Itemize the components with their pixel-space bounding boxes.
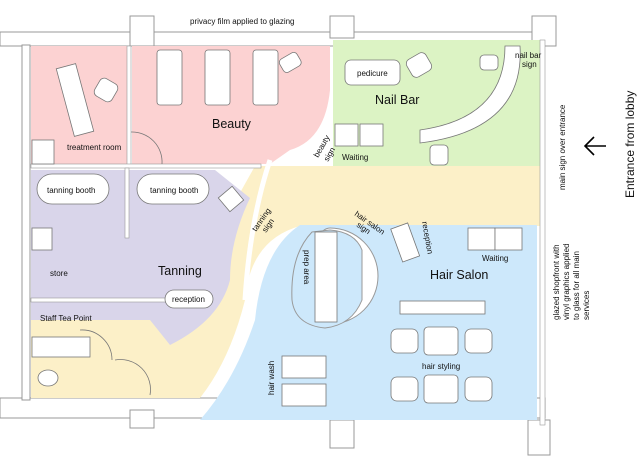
glazing-note-4: services [582, 291, 591, 320]
left-wall [21, 44, 31, 401]
salon-waiting-label: Waiting [482, 254, 508, 263]
hair-styling-label: hair styling [422, 362, 460, 371]
nail-waiting-label: Waiting [342, 153, 368, 162]
prep-area-label: prep area [302, 250, 311, 285]
entrance-label: Entrance from lobby [623, 91, 637, 198]
tanning-booth-1-label: tanning booth [47, 186, 96, 195]
column [527, 419, 551, 456]
glazing-note-1: glazed shopfront with [552, 244, 561, 320]
arrow-left-icon [583, 136, 606, 156]
shopfront-glazing [539, 39, 546, 426]
tanning-reception-label: reception [172, 295, 205, 304]
glazing-note-3: to glass for all main [572, 251, 581, 320]
tanning-reception-desk [164, 289, 214, 309]
column [129, 15, 155, 47]
door[interactable] [79, 329, 151, 396]
column [129, 409, 155, 429]
beauty-chairs [31, 49, 302, 165]
kitchen-counter [31, 336, 91, 358]
treatment-room-label: treatment room [67, 143, 122, 152]
store-label: store [50, 269, 68, 278]
staff-tea-label: Staff Tea Point [40, 314, 93, 323]
privacy-film-note: privacy film applied to glazing [190, 17, 295, 26]
column [329, 419, 355, 449]
nail-bar-sign-label-2: sign [522, 60, 537, 69]
nail-bar-sign-label: nail bar [515, 51, 542, 60]
pedicure-label: pedicure [357, 69, 388, 78]
tanning-booth-2-label: tanning booth [150, 186, 199, 195]
hair-salon-label: Hair Salon [430, 268, 488, 282]
main-sign-note: main sign over entrance [558, 104, 567, 190]
nail-bar-label: Nail Bar [375, 93, 419, 107]
hair-wash-label: hair wash [267, 361, 276, 395]
tanning-label: Tanning [158, 264, 202, 278]
glazing-note-2: vinyl graphics applied [562, 244, 571, 321]
nail-bar-furniture [334, 45, 521, 166]
column [329, 15, 355, 39]
tanning-booth [36, 173, 110, 205]
hair-salon-furniture [281, 222, 523, 407]
tanning-booth [136, 173, 210, 205]
beauty-label: Beauty [212, 117, 252, 131]
corridor-area [31, 166, 543, 398]
door[interactable] [130, 131, 163, 165]
